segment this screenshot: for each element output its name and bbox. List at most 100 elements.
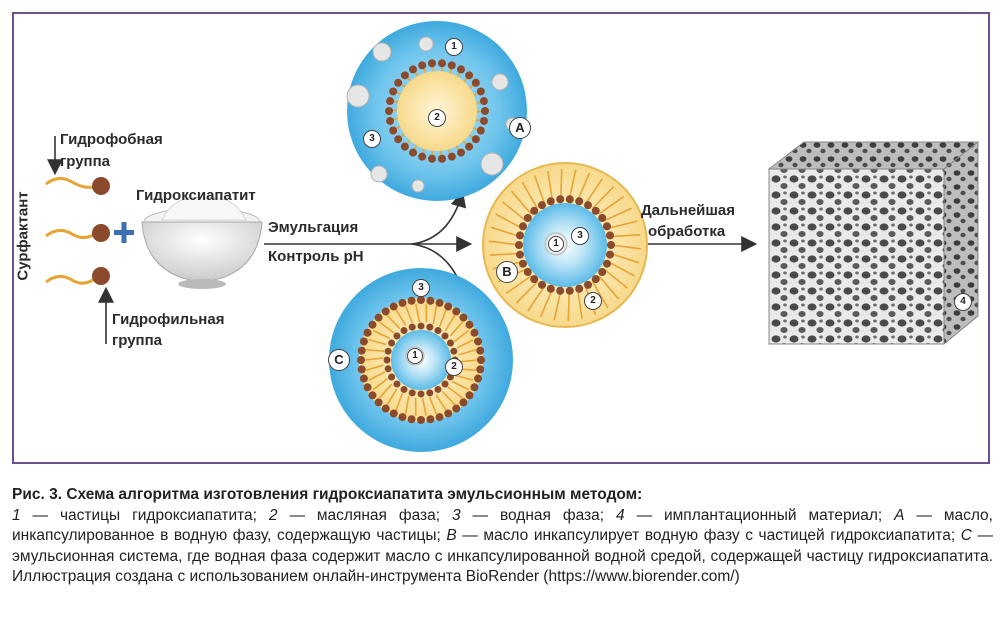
surfactant-tail [458,348,477,356]
surfactant-head [565,286,574,295]
surfactant-head [523,213,532,222]
caption-segment: C [960,527,972,544]
surfactant-head [457,148,465,157]
surfactant-head [575,197,584,206]
surfactant-tail [553,290,562,321]
surfactant-head [398,298,407,307]
surfactant-tail [415,304,421,323]
surfactant-head [477,356,485,364]
surfactant-head [444,409,453,418]
emulsification-arrows [264,190,758,308]
surfactant-tail [364,357,384,361]
surfactant-head [393,332,401,340]
surfactant-head [381,404,390,413]
surfactant-head [481,107,489,115]
surfactant-tail [435,394,447,411]
badge-2: 2 [445,358,463,376]
surfactant-head [409,65,417,74]
surfactant-head [374,398,383,407]
emulsion-b-water-in-oil [482,162,648,328]
surfactant-head [418,61,427,70]
surfactant-head [418,152,427,161]
surfactant-tail [527,285,546,312]
surfactant-head [407,415,416,424]
caption-segment: 2 [268,506,278,524]
surfactant-tail [438,309,447,328]
surfactant-tail [607,260,635,277]
surfactant-head [446,339,454,347]
surfactant-tail [386,388,398,406]
surfactant-tail [607,220,638,230]
caption-segment: A [894,506,905,524]
surfactant-head [363,328,372,337]
surfactant-head [357,365,366,374]
surfactant-head [417,390,425,398]
surfactant-head [565,195,574,204]
ph-control-label: Контроль pH [268,248,364,265]
surfactant-head [359,374,368,383]
surfactant-label: Сурфактант [14,191,32,281]
surfactant-tail [501,201,527,222]
surfactant-head [359,337,368,346]
surfactant-tail [404,395,410,414]
surfactant-tail [488,240,520,246]
diagram-artwork [45,21,980,452]
surfactant-tail [533,175,546,205]
surfactant-tail [521,181,538,209]
badge-2: 2 [428,109,446,127]
surfactant-head [438,154,447,163]
surfactant-head [400,385,408,393]
surfactant-head [435,298,444,307]
surfactant-head [417,416,425,424]
surfactant-tail [568,169,577,200]
badge-1: 1 [548,236,564,252]
surfactant-head [476,87,485,96]
surfactant-head [426,296,435,305]
surfactant-head [598,213,607,222]
surfactant-tail [489,252,520,257]
surfactant-head [374,313,383,322]
surfactant-tail [404,305,414,324]
surfactant-head [394,135,403,144]
badge-4: 4 [954,293,972,311]
surfactant-head [434,385,442,393]
surfactant-head [465,391,474,400]
hydrophilic-label-line2: группа [112,332,163,349]
surfactant-head [441,380,449,388]
surfactant-head [394,78,403,87]
surfactant-head [603,222,612,231]
surfactant-tail [449,321,463,337]
surfactant-head [389,126,398,135]
surfactant-head [384,347,392,355]
surfactant-tail [447,386,463,399]
caption-title: Рис. 3. Схема алгоритма изготовления гид… [12,486,643,503]
surfactant-tail [395,309,407,326]
surfactant-head [427,154,436,163]
surfactant-tail [592,186,615,209]
surfactant-head [465,320,474,329]
surfactant-tail [490,226,521,238]
surfactant-head [400,142,409,151]
surfactant-head [516,231,525,240]
badge-b: B [496,261,518,283]
surfactant-head [363,383,372,392]
surfactant-tail [379,321,395,334]
surfactant-head [575,284,584,293]
caption-segment: 1 [12,506,21,524]
surfactant-head [417,296,425,304]
surfactant-tail [455,374,474,382]
surfactant-head [584,201,592,210]
caption-segment: — масляная фаза; [277,506,452,524]
surfactant-head [452,307,461,316]
plus-icon [114,222,134,243]
surfactant-head [476,365,485,374]
surfactant-head [556,195,565,204]
surfactant-head [474,374,483,383]
surfactant-head [386,97,395,106]
caption-segment: B [446,527,457,544]
surfactant-head [605,231,614,240]
surfactant-head [518,222,527,231]
badge-3: 3 [363,130,381,148]
surfactant-head [447,152,456,161]
surfactant-head [447,61,456,70]
